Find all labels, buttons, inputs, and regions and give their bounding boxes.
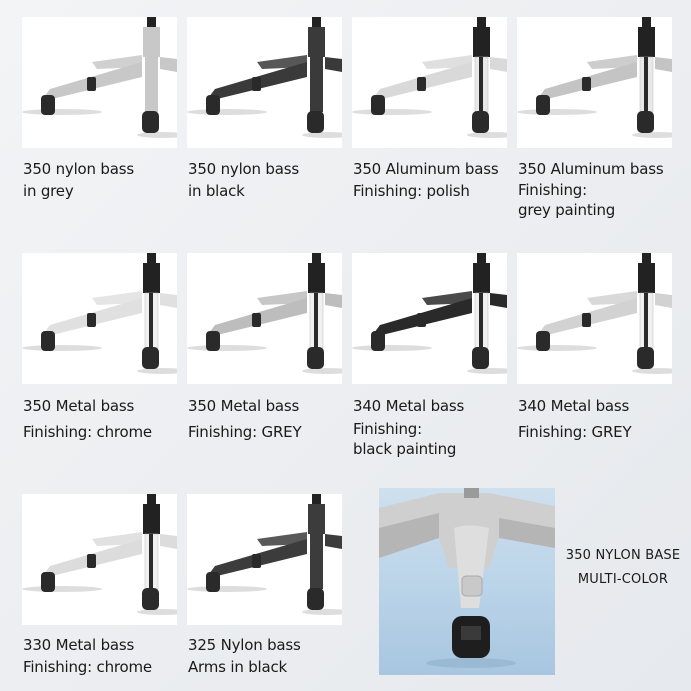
caption-line: Finishing: polish [353,182,470,200]
feature-image-nylon-base [379,488,555,675]
product-image-10 [187,494,342,625]
chair-base-icon [187,494,342,615]
caption-line: 350 nylon bass [188,160,299,178]
caption-line: Finishing: [518,181,587,199]
product-caption: 350 nylon bass in grey [23,158,134,202]
chair-base-closeup-icon [379,488,555,668]
caption-line: grey painting [518,201,616,219]
chair-base-icon [187,17,342,138]
product-image-1 [22,17,177,148]
chair-base-icon [187,253,342,374]
caption-line: 350 Metal bass [188,397,300,415]
caption-line: 350 Aluminum bass [518,160,664,178]
chair-base-icon [352,253,507,374]
chair-base-icon [517,17,672,138]
product-image-3 [352,17,507,148]
product-image-5 [22,253,177,384]
caption-line: black painting [353,440,457,458]
caption-line: Finishing: chrome [23,423,152,441]
caption-line: 350 Metal bass [23,397,135,415]
chair-base-icon [22,494,177,615]
product-image-8 [517,253,672,384]
caption-line: Finishing: [353,420,422,438]
chair-base-icon [22,17,177,138]
product-caption: 350 nylon bass in black [188,158,299,202]
chair-base-icon [352,17,507,138]
caption-line: Finishing: GREY [188,423,302,441]
caption-line: Arms in black [188,658,288,676]
chair-base-icon [517,253,672,374]
product-image-4 [517,17,672,148]
feature-title: 350 NYLON BASE [565,548,681,563]
caption-line: 350 nylon bass [23,160,134,178]
product-image-2 [187,17,342,148]
caption-line: 330 Metal bass [23,636,135,654]
product-image-7 [352,253,507,384]
caption-line: Finishing: chrome [23,658,152,676]
product-image-6 [187,253,342,384]
caption-line: 325 Nylon bass [188,636,301,654]
caption-line: Finishing: GREY [518,423,632,441]
product-image-9 [22,494,177,625]
caption-line: 340 Metal bass [518,397,630,415]
caption-line: in black [188,182,245,200]
caption-line: in grey [23,182,74,200]
caption-line: 340 Metal bass [353,397,465,415]
feature-caption: 350 NYLON BASE MULTI-COLOR [558,544,688,592]
chair-base-icon [22,253,177,374]
feature-subtitle: MULTI-COLOR [577,572,669,587]
caption-line: 350 Aluminum bass [353,160,499,178]
